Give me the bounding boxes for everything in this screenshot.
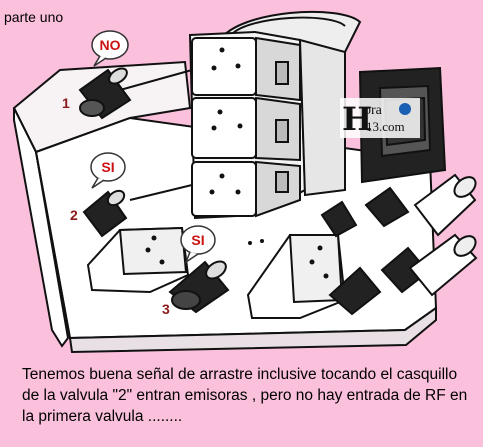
status-label-v3: SI (191, 232, 204, 248)
caption-text: Tenemos buena señal de arrastre inclusiv… (22, 366, 468, 425)
hora13-logo: H ora 13.com (340, 98, 420, 138)
valve-number-1: 1 (62, 95, 70, 111)
part-title: parte uno (4, 9, 64, 25)
if-transformers (86, 226, 347, 319)
logo-word-1: ora (364, 103, 383, 118)
svg-text:H: H (342, 100, 372, 138)
status-callout-v1: NO (91, 30, 129, 67)
status-callout-v2: SI (90, 152, 126, 189)
status-label-v1: NO (100, 37, 121, 53)
valve-number-3: 3 (162, 301, 170, 317)
status-label-v2: SI (101, 159, 114, 175)
logo-word-2: 13.com (366, 119, 405, 134)
valve-1 (78, 67, 132, 120)
globe-icon (399, 103, 411, 115)
valve-2 (82, 189, 128, 238)
valve-number-2: 2 (70, 207, 78, 223)
output-valves (320, 173, 478, 316)
valve-3 (168, 260, 230, 314)
status-callout-v3: SI (180, 225, 216, 264)
tuning-capacitor (119, 30, 346, 220)
